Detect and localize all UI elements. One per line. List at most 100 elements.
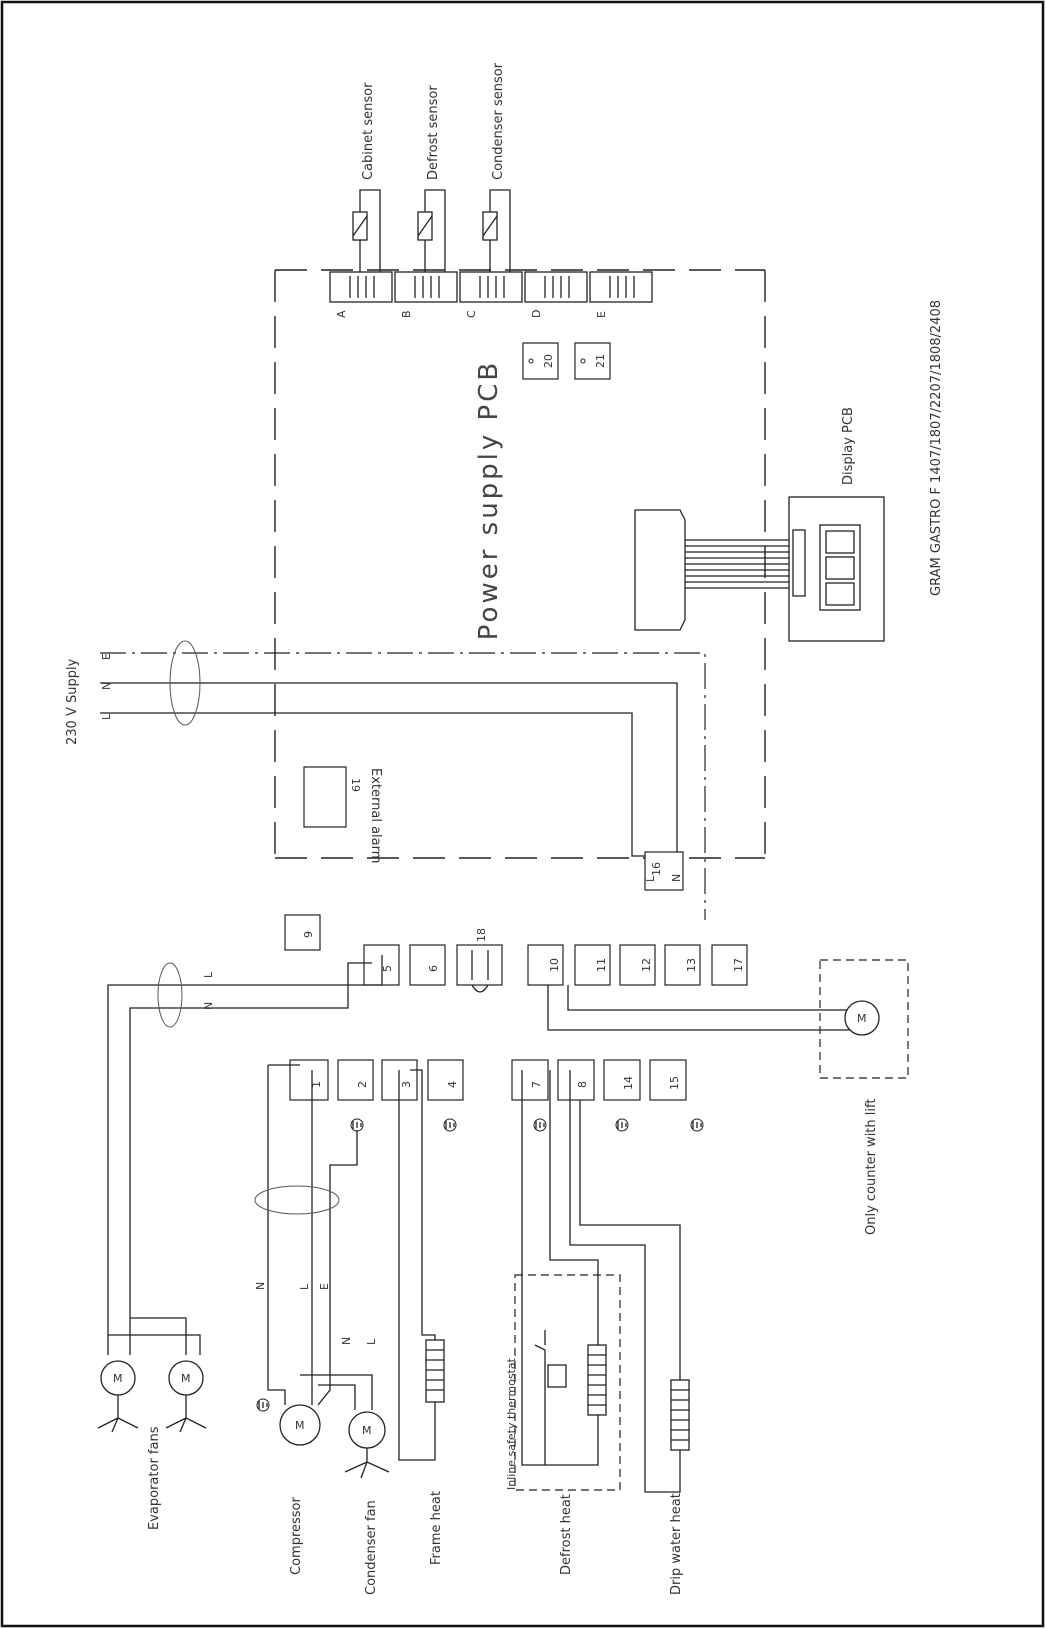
compressor-circuit: N L E M Compressor N L M Condenser fan: [254, 1064, 390, 1595]
terminal-9-label: 9: [302, 931, 315, 938]
terminal-7-label: 7: [530, 1081, 543, 1088]
motor-label: M: [113, 1372, 123, 1385]
terminal-2: 2: [337, 1059, 374, 1101]
thermostat-enclosure: [514, 1274, 621, 1491]
terminal-10: 10: [527, 944, 564, 986]
defrost-heat-label: Defrost heat: [559, 1494, 574, 1575]
only-counter-label: Only counter with lift: [864, 1099, 879, 1235]
terminal-11-label: 11: [595, 958, 608, 972]
motor-label: M: [181, 1372, 191, 1385]
external-alarm-label: External alarm: [368, 768, 383, 863]
cabinet-sensor-label: Cabinet sensor: [361, 82, 376, 180]
terminal-16-label: 16: [650, 862, 663, 876]
defrost-sensor-label: Defrost sensor: [426, 85, 441, 180]
terminal-16: 16 L N: [644, 851, 684, 891]
terminal-16-l: L: [644, 875, 657, 882]
terminal-17: 17: [711, 944, 748, 986]
comp-e-label: E: [318, 1283, 331, 1290]
lift-motor-icon: M: [844, 1000, 880, 1036]
terminal-4-label: 4: [446, 1081, 459, 1088]
condenser-sensor-label: Condenser sensor: [491, 62, 506, 180]
supply-e-label: E: [100, 653, 113, 660]
motor-label: M: [362, 1424, 372, 1437]
terminal-3-label: 3: [400, 1081, 413, 1088]
fan-motor-icon: M: [97, 1360, 139, 1433]
supply-lines: 230 V Supply L N E: [65, 640, 706, 920]
terminal-19-label: 19: [349, 778, 362, 792]
terminal-13-label: 13: [685, 958, 698, 972]
terminal-7: 7: [511, 1059, 549, 1101]
condenser-fan-label: Condenser fan: [364, 1500, 379, 1595]
terminal-21: 21: [574, 342, 611, 380]
compressor-label: Compressor: [289, 1496, 304, 1575]
terminal-4: 4: [427, 1059, 464, 1101]
terminal-12-label: 12: [640, 958, 653, 972]
cfan-n-label: N: [340, 1337, 353, 1345]
motor-label: M: [295, 1419, 305, 1432]
terminal-14-label: 14: [622, 1076, 635, 1090]
terminal-15: 15: [649, 1059, 687, 1101]
terminal-19: 19 External alarm: [303, 766, 383, 863]
terminal-5-label: 5: [381, 965, 394, 972]
comp-n-label: N: [254, 1282, 267, 1290]
supply-label: 230 V Supply: [65, 658, 80, 745]
terminal-20-label: 20: [542, 354, 555, 368]
terminal-10-label: 10: [548, 958, 561, 972]
terminal-9: 9: [284, 914, 321, 951]
connector-e: E: [595, 311, 608, 318]
frame-heat-label: Frame heat: [429, 1491, 444, 1565]
terminal-8-label: 8: [576, 1081, 589, 1088]
terminal-1-label: 1: [310, 1081, 323, 1088]
lift-motor-circuit: M Only counter with lift: [547, 959, 909, 1235]
terminal-1: 1: [289, 1059, 329, 1101]
fan-motor-icon: M: [165, 1360, 207, 1433]
inline-thermostat-label: Inline safety thermostat: [505, 1357, 518, 1490]
supply-n-label: N: [100, 682, 113, 690]
connector-c: C: [465, 310, 478, 318]
drip-water-heat-circuit: Drip water heat: [569, 1070, 690, 1595]
connector-a: A: [335, 310, 348, 318]
evaporator-fans: N L M M Evaporator fans: [97, 955, 383, 1530]
drip-water-heat-label: Drip water heat: [669, 1493, 684, 1595]
ground-icon: [533, 1118, 547, 1132]
terminal-15-label: 15: [668, 1076, 681, 1090]
evap-l-label: L: [202, 971, 215, 978]
model-title: GRAM GASTRO F 1407/1807/2207/1808/2408: [929, 300, 944, 596]
display-pcb: Display PCB: [788, 407, 885, 642]
frame-heat-circuit: Frame heat: [398, 1069, 445, 1565]
terminal-18: 18: [456, 928, 503, 993]
ground-icon: [690, 1118, 704, 1132]
connector-d: D: [530, 310, 543, 318]
terminal-13: 13: [664, 944, 701, 986]
terminal-6: 6: [409, 944, 446, 986]
ground-icons: [256, 1118, 704, 1412]
condenser-fan-motor-icon: M: [344, 1411, 390, 1479]
terminal-17-label: 17: [732, 958, 745, 972]
terminal-8: 8: [557, 1059, 595, 1101]
terminal-16-n: N: [670, 874, 683, 882]
display-cable: [634, 509, 795, 631]
motor-label: M: [857, 1012, 867, 1025]
lift-enclosure: [819, 959, 909, 1079]
ground-icon: [256, 1398, 270, 1412]
sensor-condenser: Condenser sensor: [482, 62, 511, 272]
terminal-21-label: 21: [594, 354, 607, 368]
terminal-2-label: 2: [356, 1081, 369, 1088]
evap-n-label: N: [202, 1002, 215, 1010]
ground-icon: [615, 1118, 629, 1132]
supply-l-label: L: [100, 713, 113, 720]
terminal-18-label: 18: [475, 928, 488, 942]
display-pcb-label: Display PCB: [841, 407, 856, 485]
terminal-14: 14: [603, 1059, 641, 1101]
terminal-20: 20: [522, 342, 559, 380]
comp-l-label: L: [298, 1283, 311, 1290]
power-supply-pcb-label: Power supply PCB: [474, 360, 504, 640]
sensor-defrost: Defrost sensor: [417, 85, 446, 272]
sensor-connectors: A B C D E: [329, 271, 653, 318]
connector-b: B: [400, 310, 413, 318]
evaporator-fans-label: Evaporator fans: [147, 1426, 162, 1530]
terminal-6-label: 6: [427, 965, 440, 972]
defrost-heat-circuit: Inline safety thermostat Defrost heat: [505, 1070, 621, 1575]
sensor-cabinet: Cabinet sensor: [352, 82, 381, 272]
